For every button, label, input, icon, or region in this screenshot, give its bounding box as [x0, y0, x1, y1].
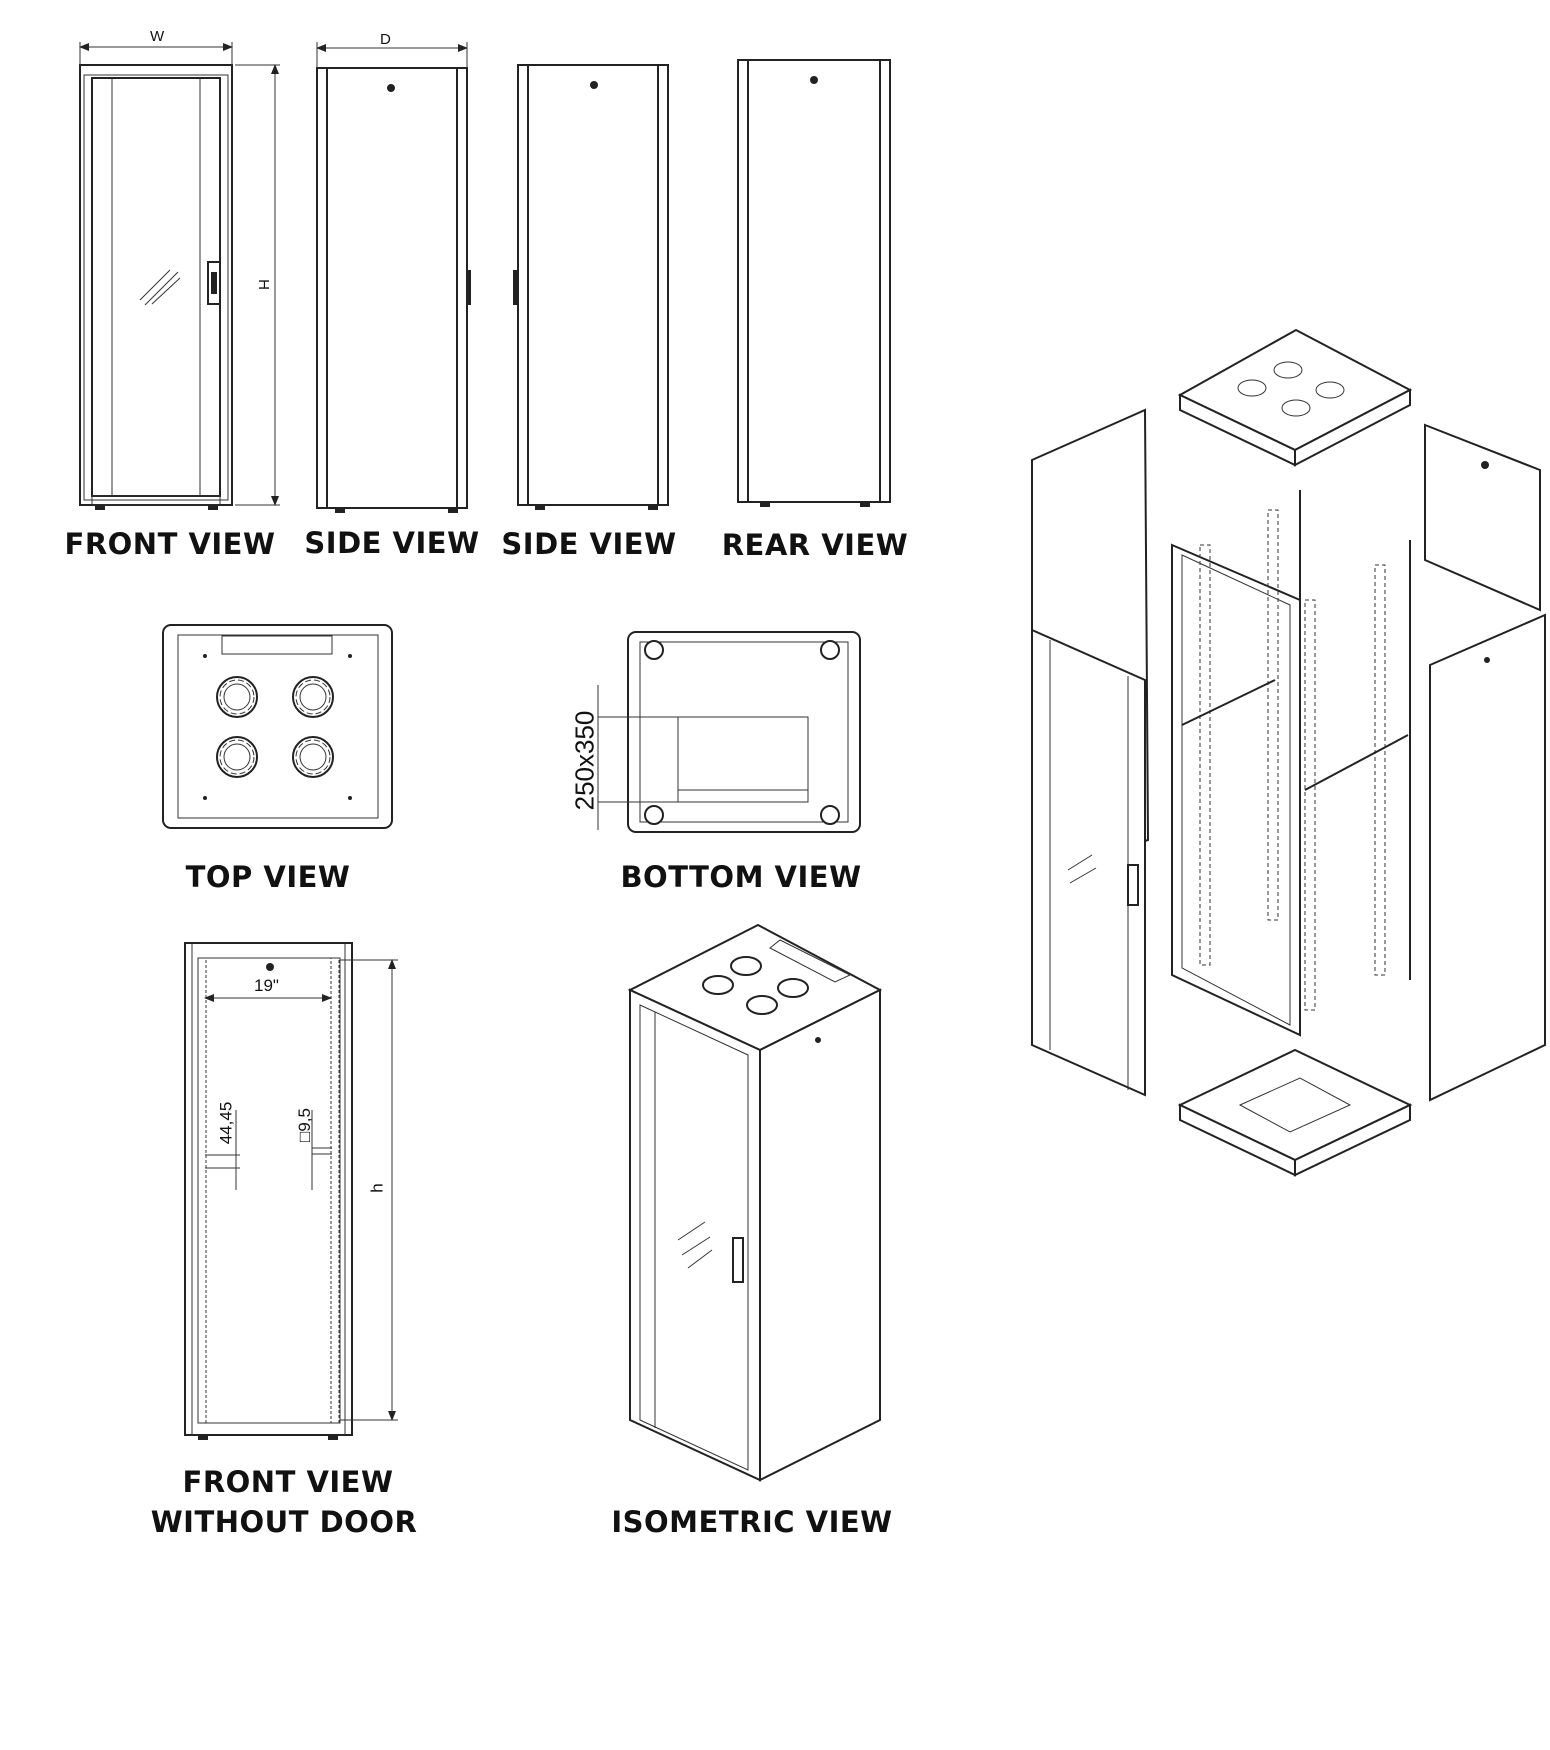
- rear-view-label: REAR VIEW: [721, 528, 909, 562]
- front-door: [1031, 628, 1146, 1097]
- isometric-view-label: ISOMETRIC VIEW: [611, 1505, 893, 1539]
- cutout-dimension-label: 250x350: [569, 710, 600, 811]
- side-view-label-1: SIDE VIEW: [304, 526, 480, 560]
- rail: [1304, 599, 1316, 1011]
- side-view-label-2: SIDE VIEW: [501, 527, 677, 561]
- bottom-view-label: BOTTOM VIEW: [620, 860, 862, 894]
- depth-dimension-label: D: [380, 31, 391, 48]
- rail: [1267, 509, 1279, 921]
- front-view-label: FRONT VIEW: [64, 527, 276, 561]
- width-dimension-label: W: [150, 28, 165, 45]
- unit-pitch-label: 44,45: [216, 1101, 236, 1145]
- bottom-view-drawing: [597, 631, 861, 833]
- square-hole-label: □9,5: [294, 1108, 314, 1142]
- base-plinth: [1177, 1048, 1413, 1162]
- usable-height-label: h: [367, 1183, 387, 1193]
- side-view-drawing-1: [316, 42, 471, 513]
- side-view-drawing-2: [513, 64, 669, 510]
- front-view-without-door-drawing: [184, 942, 398, 1440]
- front-frame: [1171, 543, 1301, 1037]
- height-dimension-label: H: [254, 279, 272, 290]
- isometric-view-drawing: [627, 923, 883, 1482]
- front-view-drawing: [79, 42, 280, 510]
- rack-width-label: 19": [254, 976, 279, 995]
- top-view-label: TOP VIEW: [185, 860, 351, 894]
- exploded-view-drawing: [1031, 328, 1546, 1177]
- front-view-without-door-label-1: FRONT VIEW: [182, 1465, 394, 1499]
- rail: [1199, 544, 1211, 966]
- roof-panel: [1177, 328, 1413, 452]
- top-view-drawing: [162, 624, 393, 829]
- front-view-without-door-label-2: WITHOUT DOOR: [150, 1505, 418, 1539]
- rear-panel-upper: [1424, 423, 1541, 612]
- rear-view-drawing: [737, 59, 891, 507]
- rail: [1374, 564, 1386, 976]
- right-side-panel: [1429, 613, 1546, 1102]
